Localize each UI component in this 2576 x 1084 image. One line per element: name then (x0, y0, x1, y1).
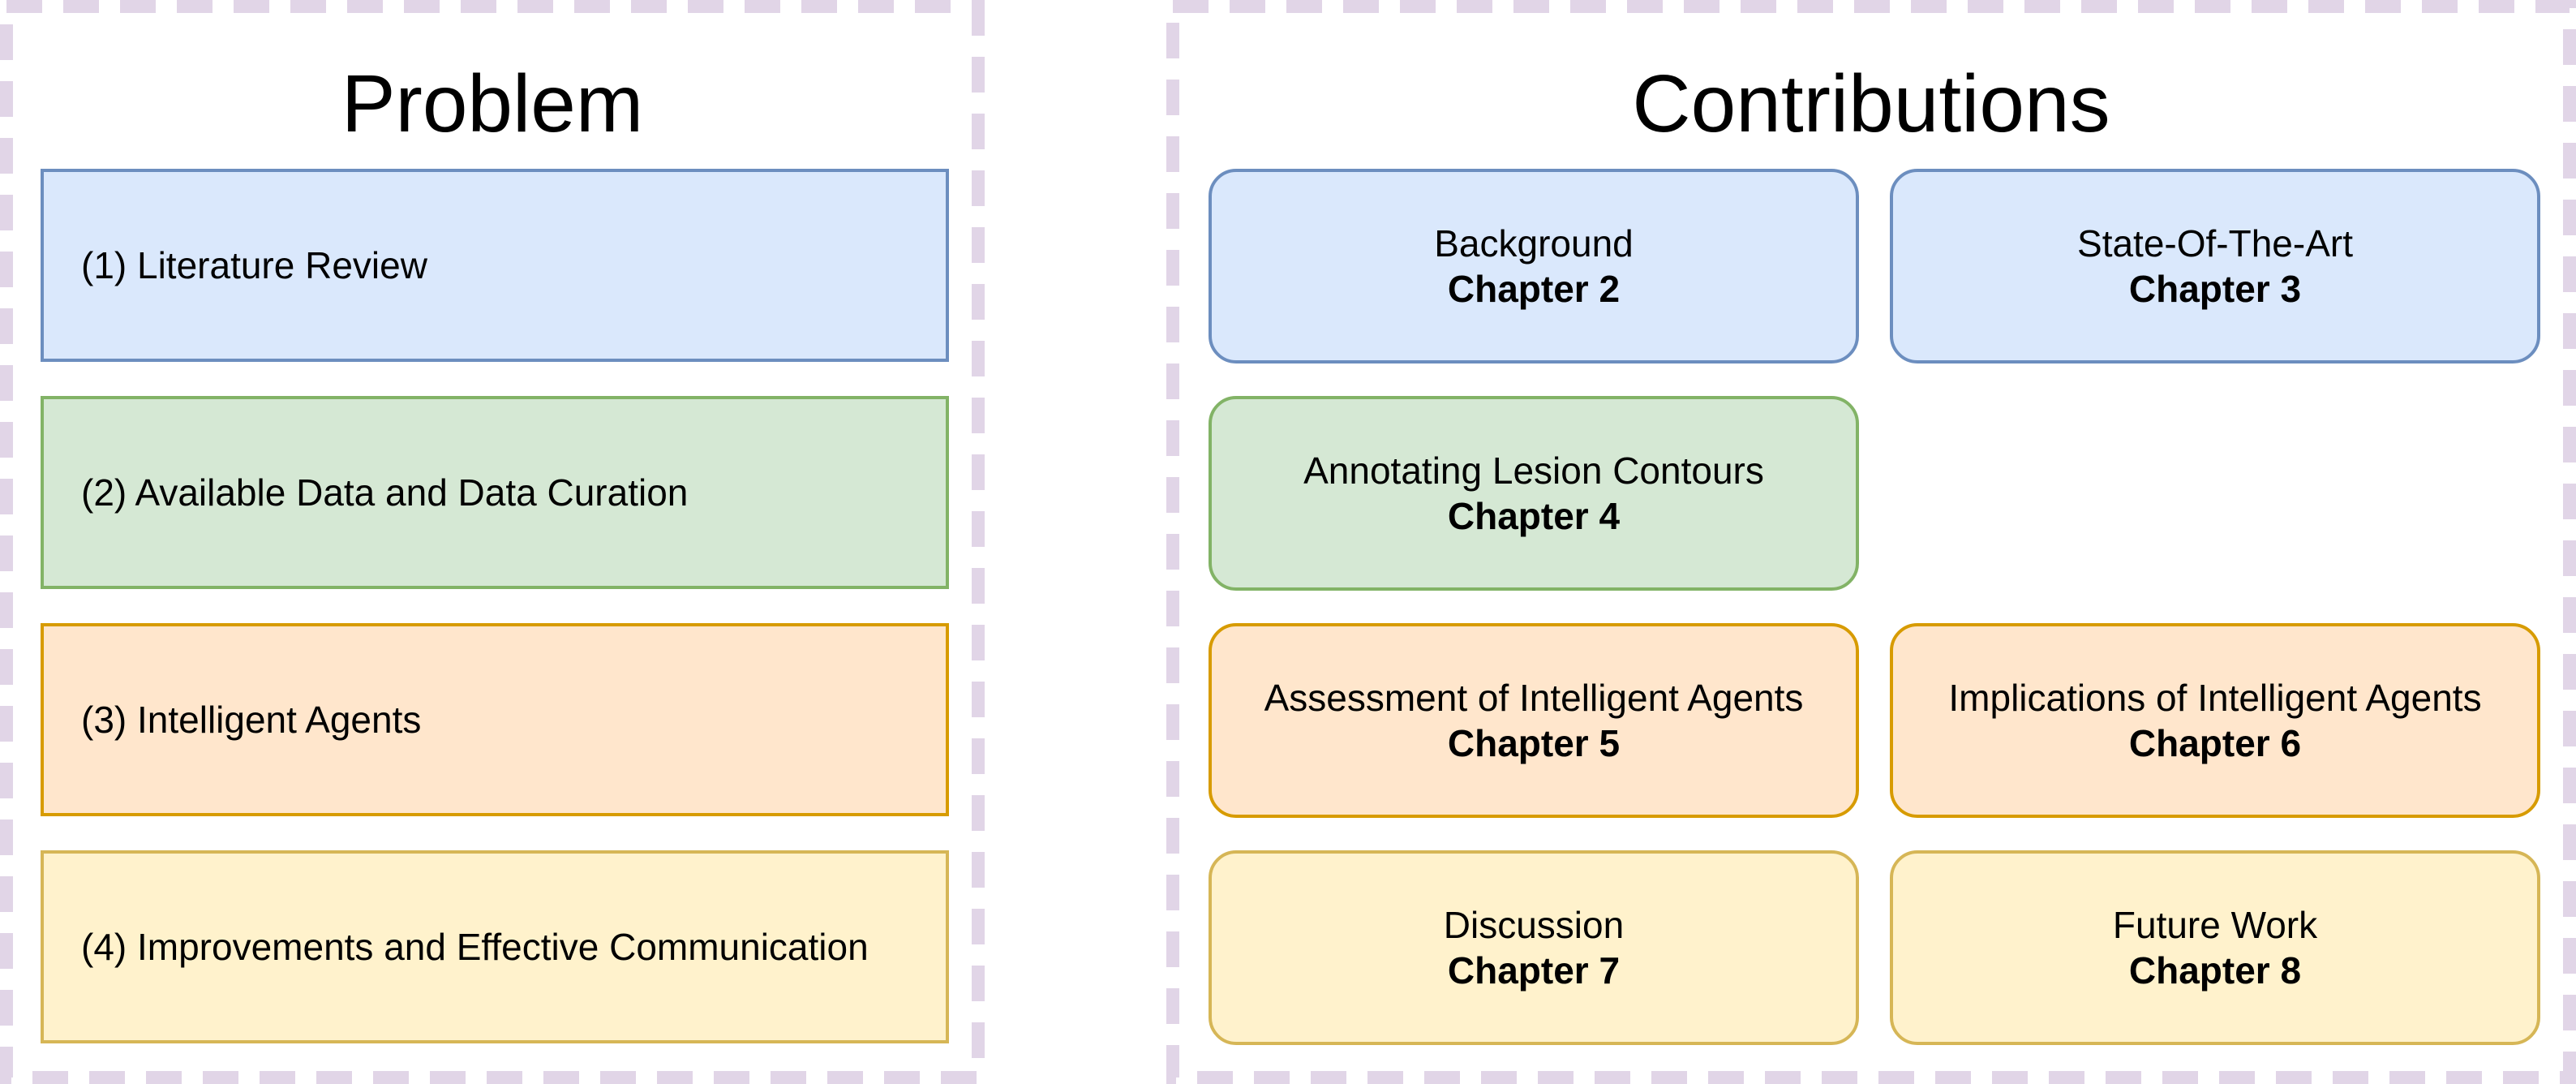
contribution-label: State-Of-The-Art (2077, 222, 2353, 265)
problem-item-label: (2) Available Data and Data Curation (81, 471, 689, 514)
problem-item-label: (1) Literature Review (81, 244, 427, 286)
problem-item-label: (3) Intelligent Agents (81, 699, 422, 741)
contributions-title: Contributions (1632, 58, 2110, 149)
contribution-label: Assessment of Intelligent Agents (1264, 677, 1804, 719)
problem-title: Problem (341, 58, 644, 149)
contribution-label: Future Work (2112, 904, 2318, 946)
contribution-label: Discussion (1443, 904, 1625, 946)
chapter-label: Chapter 6 (2128, 722, 2302, 764)
contribution-box-implications: Implications of Intelligent Agents Chapt… (1890, 623, 2540, 818)
problem-item-intelligent-agents: (3) Intelligent Agents (41, 623, 949, 816)
chapter-label: Chapter 7 (1447, 949, 1621, 992)
contributions-panel: Contributions Background Chapter 2 State… (1166, 0, 2576, 1084)
contribution-box-assessment: Assessment of Intelligent Agents Chapter… (1209, 623, 1859, 818)
contribution-label: Annotating Lesion Contours (1303, 450, 1764, 492)
problem-panel-frame (0, 0, 985, 1084)
contribution-box-discussion: Discussion Chapter 7 (1209, 850, 1859, 1045)
contribution-box-annotating-lesion-contours: Annotating Lesion Contours Chapter 4 (1209, 396, 1859, 591)
contribution-label: Background (1434, 222, 1634, 265)
contribution-label: Implications of Intelligent Agents (1948, 677, 2482, 719)
problem-panel: Problem (1) Literature Review (2) Availa… (0, 0, 985, 1084)
problem-item-improvements: (4) Improvements and Effective Communica… (41, 850, 949, 1043)
chapter-label: Chapter 5 (1447, 722, 1621, 764)
problem-item-literature-review: (1) Literature Review (41, 169, 949, 362)
contribution-box-background: Background Chapter 2 (1209, 169, 1859, 363)
contribution-box-state-of-the-art: State-Of-The-Art Chapter 3 (1890, 169, 2540, 363)
problem-item-data-curation: (2) Available Data and Data Curation (41, 396, 949, 589)
contributions-panel-frame (1166, 0, 2576, 1084)
chapter-label: Chapter 2 (1447, 268, 1621, 310)
chapter-label: Chapter 8 (2128, 949, 2302, 992)
problem-item-label: (4) Improvements and Effective Communica… (81, 926, 869, 968)
contribution-box-future-work: Future Work Chapter 8 (1890, 850, 2540, 1045)
chapter-label: Chapter 3 (2128, 268, 2302, 310)
chapter-label: Chapter 4 (1447, 495, 1621, 537)
